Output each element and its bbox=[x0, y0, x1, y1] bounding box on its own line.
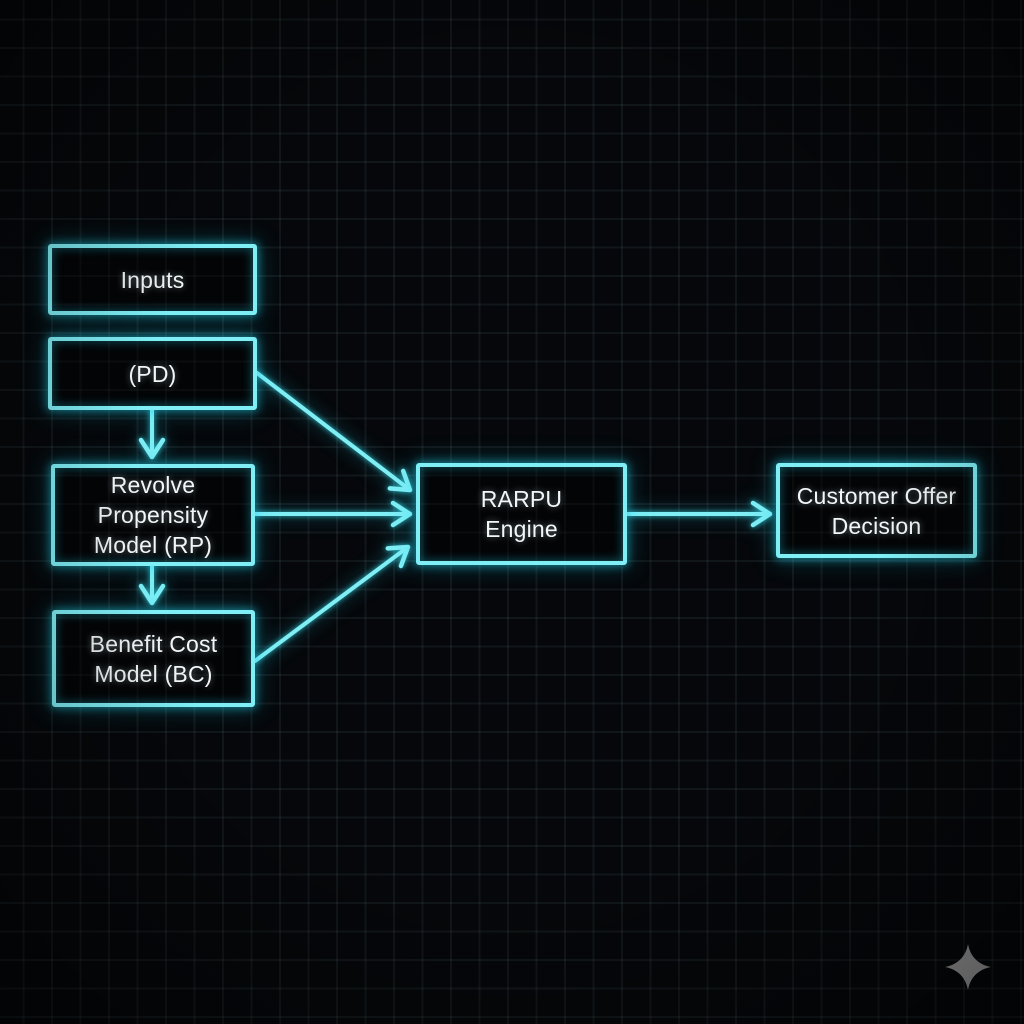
node-label-line: Customer Offer bbox=[796, 482, 957, 509]
node-label-line: Decision bbox=[831, 512, 922, 539]
node-customer-offer-decision-label: Customer Offer Decision bbox=[797, 481, 957, 541]
node-label-line: Inputs bbox=[120, 266, 185, 293]
node-inputs: Inputs bbox=[48, 244, 257, 315]
node-label-line: RARPU bbox=[480, 486, 563, 512]
node-label-line: (PD) bbox=[128, 360, 177, 387]
node-benefit-cost-model-label: Benefit Cost Model (BC) bbox=[90, 629, 218, 689]
edge-bc-to-rarpu-arrow bbox=[253, 544, 411, 663]
node-benefit-cost-model: Benefit Cost Model (BC) bbox=[52, 610, 255, 707]
node-label-line: Revolve Propensity bbox=[97, 472, 209, 528]
node-customer-offer-decision: Customer Offer Decision bbox=[776, 463, 977, 558]
sparkle-icon bbox=[944, 943, 992, 991]
node-label-line: Benefit Cost bbox=[89, 630, 218, 657]
node-revolve-propensity-model: Revolve Propensity Model (RP) bbox=[51, 464, 255, 566]
node-label-line: Engine bbox=[485, 516, 558, 542]
node-inputs-label: Inputs bbox=[121, 265, 185, 295]
node-label-line: Model (BC) bbox=[94, 660, 213, 687]
node-rarpu-engine-label: RARPU Engine bbox=[481, 484, 563, 544]
node-label-line: Model (RP) bbox=[93, 532, 213, 558]
node-pd: (PD) bbox=[48, 337, 257, 410]
node-rarpu-engine: RARPU Engine bbox=[416, 463, 627, 565]
edge-pd-to-rarpu-arrow bbox=[255, 371, 413, 493]
node-pd-label: (PD) bbox=[128, 359, 176, 389]
node-revolve-propensity-model-label: Revolve Propensity Model (RP) bbox=[55, 470, 251, 560]
